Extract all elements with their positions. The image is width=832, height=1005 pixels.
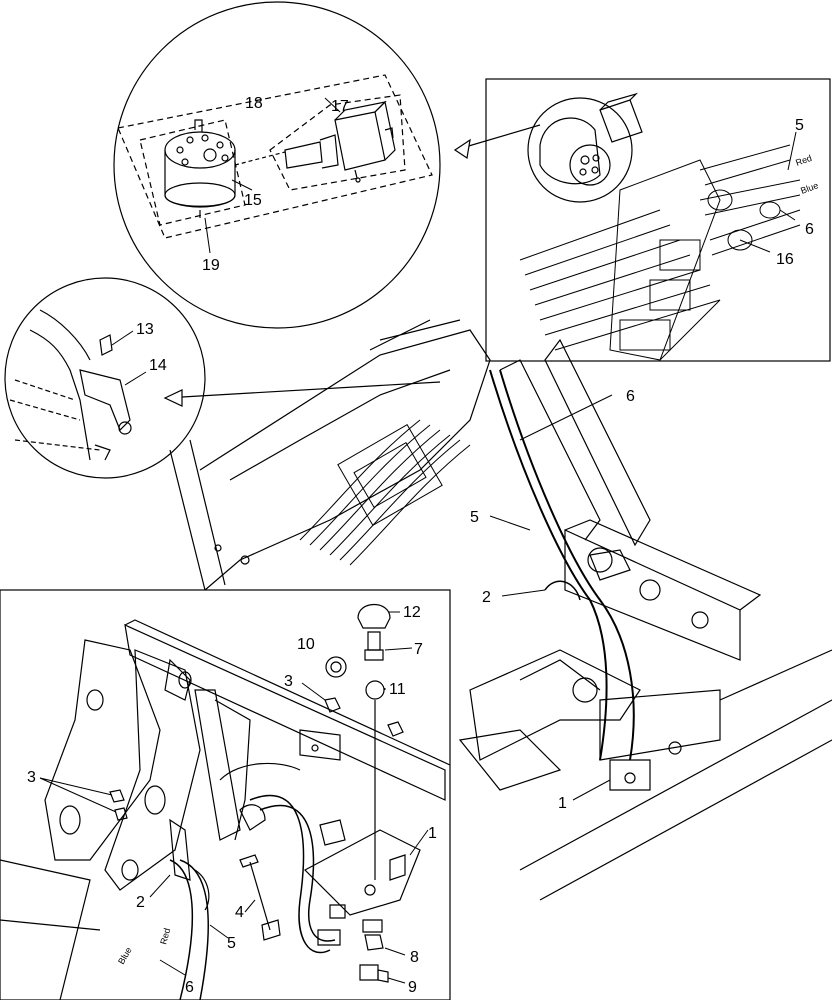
callout-1-right: 1 [558,795,567,812]
callout-11: 11 [389,681,406,698]
callout-2-right: 2 [482,589,491,606]
callout-9: 9 [408,979,417,996]
callout-6-main: 6 [626,388,635,405]
main-frame-assembly [169,319,832,901]
detail-circle-coupler [113,1,441,329]
callout-15: 15 [244,192,262,209]
callout-6-topright: 6 [805,221,814,238]
leader-lines [39,97,797,984]
callout-7: 7 [414,641,423,658]
hose-label-red-topright: Red [794,153,813,168]
callout-5-bottom: 5 [227,935,236,952]
detail-box-bracket [0,589,451,1001]
callout-5-main: 5 [470,509,479,526]
callout-16: 16 [776,251,794,268]
callout-6-bottom: 6 [185,979,194,996]
callout-12: 12 [403,604,421,621]
hose-label-blue-topright: Blue [799,180,819,196]
callout-3-top: 3 [284,673,293,690]
callout-10: 10 [297,636,315,653]
callout-14: 14 [149,357,167,374]
hose-label-red-bottom: Red [158,927,172,946]
callout-5-topright: 5 [795,117,804,134]
callout-4: 4 [235,904,244,921]
callout-2-left: 2 [136,894,145,911]
callout-18: 18 [245,95,263,112]
callout-13: 13 [136,321,154,338]
callout-3-left: 3 [27,769,36,786]
callout-1-left: 1 [428,825,437,842]
detail-circle-clip [4,277,441,479]
callout-17: 17 [331,98,349,115]
detail-box-hose-bundle [453,78,831,362]
callout-19: 19 [202,257,220,274]
callout-8: 8 [410,949,419,966]
